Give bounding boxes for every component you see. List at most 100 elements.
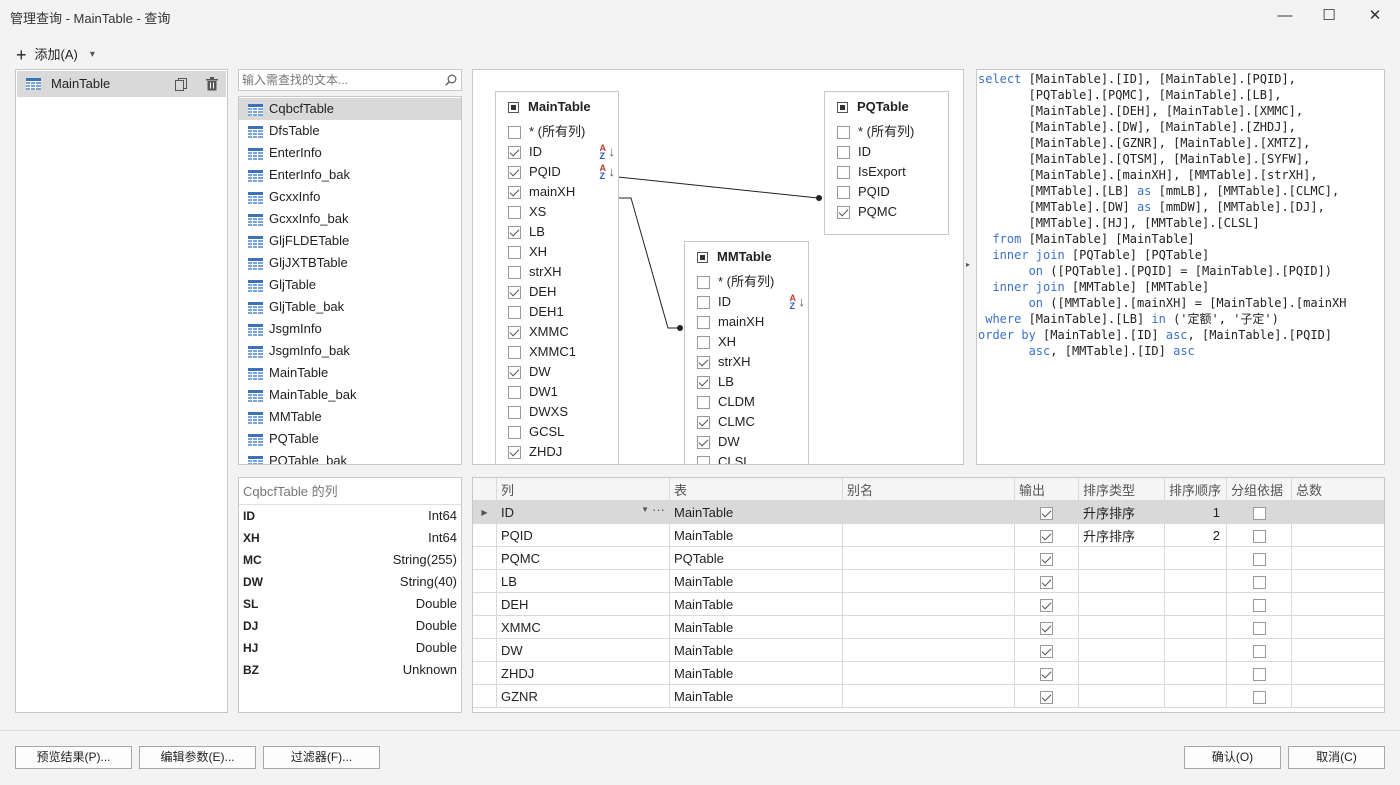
field-checkbox[interactable] (508, 346, 521, 360)
grid-header[interactable]: 分组依据 (1226, 478, 1292, 501)
group-checkbox[interactable] (1252, 552, 1266, 566)
cell-output[interactable] (1014, 661, 1079, 685)
cell-sort-order[interactable] (1164, 684, 1227, 708)
output-checkbox[interactable] (1040, 644, 1053, 658)
cell-alias[interactable] (842, 523, 1015, 547)
field-checkbox[interactable] (508, 266, 521, 280)
grid-header[interactable]: 别名 (842, 478, 1015, 501)
sql-editor[interactable]: select [MainTable].[ID], [MainTable].[PQ… (976, 69, 1385, 465)
cell-sort-type[interactable] (1078, 684, 1165, 708)
cell-output[interactable] (1014, 638, 1079, 662)
group-checkbox[interactable] (1252, 575, 1266, 589)
table-list-item[interactable]: GljFLDETable (239, 230, 461, 252)
field-checkbox[interactable] (508, 146, 521, 160)
field-checkbox[interactable] (508, 226, 521, 240)
field-checkbox[interactable] (697, 416, 710, 430)
cell-sort-order[interactable] (1164, 615, 1227, 639)
group-checkbox[interactable] (1252, 644, 1266, 658)
field-checkbox[interactable] (697, 296, 710, 310)
ellipsis-icon[interactable]: ··· (652, 502, 665, 517)
output-checkbox[interactable] (1040, 690, 1053, 704)
field-checkbox[interactable] (508, 206, 521, 220)
diagram-field[interactable]: XH (685, 332, 808, 352)
close-icon[interactable]: ✕ (1368, 7, 1382, 24)
filter-button[interactable]: 过滤器(F)... (263, 746, 380, 769)
field-checkbox[interactable] (697, 456, 710, 464)
diagram-field[interactable]: DW (685, 432, 808, 452)
field-checkbox[interactable] (697, 336, 710, 350)
field-checkbox[interactable] (508, 366, 521, 380)
cell-total[interactable] (1291, 661, 1384, 685)
table-list-item[interactable]: CqbcfTable (239, 98, 461, 120)
maximize-icon[interactable]: ☐ (1322, 7, 1336, 24)
cell-group-by[interactable] (1226, 523, 1292, 547)
diagram-field[interactable]: CLMC (685, 412, 808, 432)
cell-table[interactable]: MainTable (669, 661, 843, 685)
cell-group-by[interactable] (1226, 569, 1292, 593)
field-checkbox[interactable] (697, 356, 710, 370)
cell-table[interactable]: MainTable (669, 500, 843, 524)
grid-header[interactable]: 排序顺序 (1164, 478, 1227, 501)
grid-header[interactable]: 列 (496, 478, 670, 501)
cell-column[interactable]: ZHDJ (496, 661, 670, 685)
ok-button[interactable]: 确认(O) (1184, 746, 1281, 769)
cell-sort-order[interactable] (1164, 638, 1227, 662)
field-checkbox[interactable] (508, 186, 521, 200)
trash-icon[interactable] (206, 77, 218, 91)
diagram-field[interactable]: strXH (685, 352, 808, 372)
search-icon[interactable] (445, 74, 457, 86)
chevron-right-icon[interactable]: ▸ (966, 260, 971, 269)
cell-sort-order[interactable] (1164, 569, 1227, 593)
table-list-item[interactable]: DfsTable (239, 120, 461, 142)
diagram-field[interactable]: ZHDJ (496, 442, 618, 462)
table-list-item[interactable]: JsgmInfo_bak (239, 340, 461, 362)
row-indicator[interactable] (473, 615, 497, 639)
cancel-button[interactable]: 取消(C) (1288, 746, 1385, 769)
cell-sort-type[interactable]: 升序排序 (1078, 523, 1165, 547)
cell-alias[interactable] (842, 592, 1015, 616)
diagram-field[interactable]: LB (496, 222, 618, 242)
cell-group-by[interactable] (1226, 592, 1292, 616)
group-checkbox[interactable] (1252, 598, 1266, 612)
cell-table[interactable]: MainTable (669, 523, 843, 547)
field-checkbox[interactable] (697, 436, 710, 450)
field-checkbox[interactable] (508, 246, 521, 260)
group-checkbox[interactable] (1252, 690, 1266, 704)
grid-header[interactable]: 排序类型 (1078, 478, 1165, 501)
diagram-field[interactable]: DEH (496, 282, 618, 302)
row-indicator[interactable]: ▶ (473, 500, 497, 524)
field-checkbox[interactable] (508, 446, 521, 460)
cell-group-by[interactable] (1226, 615, 1292, 639)
cell-output[interactable] (1014, 523, 1079, 547)
query-item-maintable[interactable]: MainTable (17, 71, 226, 97)
diagram-field[interactable]: mainXH (496, 182, 618, 202)
cell-output[interactable] (1014, 546, 1079, 570)
cell-total[interactable] (1291, 592, 1384, 616)
cell-sort-type[interactable] (1078, 661, 1165, 685)
row-indicator[interactable] (473, 546, 497, 570)
table-list-item[interactable]: MainTable_bak (239, 384, 461, 406)
grid-header[interactable]: 表 (669, 478, 843, 501)
cell-column[interactable]: XMMC (496, 615, 670, 639)
diagram-field[interactable]: ID (825, 142, 948, 162)
diagram-field[interactable]: DW1 (496, 382, 618, 402)
output-checkbox[interactable] (1040, 506, 1053, 520)
cell-group-by[interactable] (1226, 546, 1292, 570)
cell-total[interactable] (1291, 684, 1384, 708)
output-checkbox[interactable] (1040, 529, 1053, 543)
preview-button[interactable]: 预览结果(P)... (15, 746, 132, 769)
table-list-item[interactable]: GljTable (239, 274, 461, 296)
table-select-icon[interactable] (837, 102, 848, 114)
cell-sort-order[interactable]: 1 (1164, 500, 1227, 524)
diagram-field[interactable]: mainXH (685, 312, 808, 332)
cell-table[interactable]: PQTable (669, 546, 843, 570)
group-checkbox[interactable] (1252, 529, 1266, 543)
output-checkbox[interactable] (1040, 667, 1053, 681)
